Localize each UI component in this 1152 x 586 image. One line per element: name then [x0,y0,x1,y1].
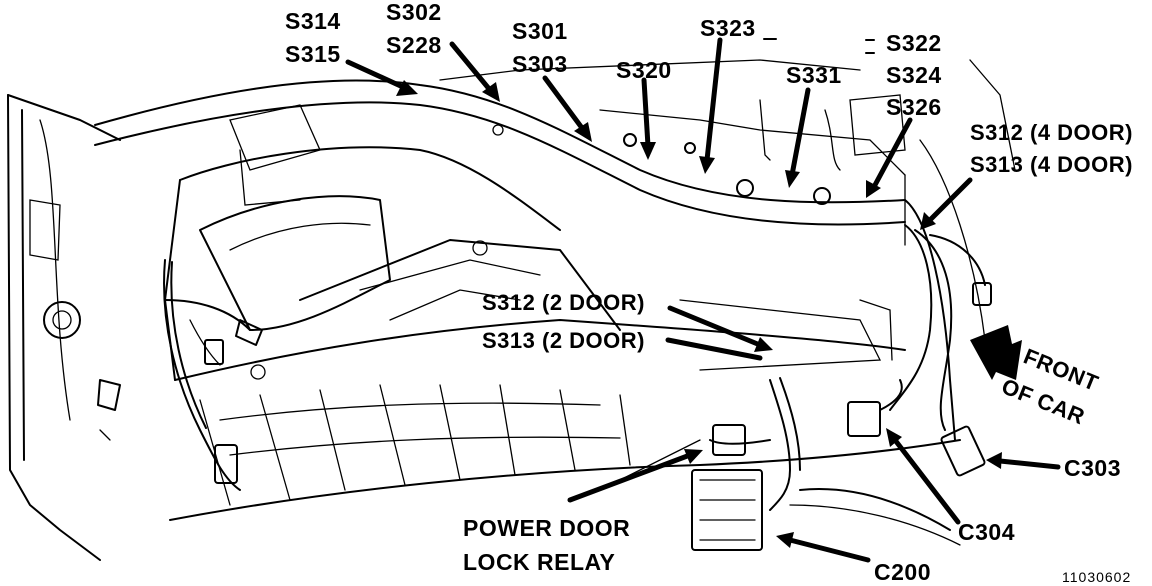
callout-labels: S314 S315 S302 S228 S301 S303 S320 S323 … [285,0,1133,585]
label-lock-relay: LOCK RELAY [463,549,615,575]
label-power-door: POWER DOOR [463,515,630,541]
label-c200: C200 [874,559,931,585]
label-s324: S324 [886,62,942,88]
label-s303: S303 [512,51,568,77]
label-s314: S314 [285,8,341,34]
label-s312-2door: S312 (2 DOOR) [482,290,645,315]
label-s301: S301 [512,18,568,44]
label-s331: S331 [786,62,842,88]
label-c303: C303 [1064,455,1121,481]
label-s302: S302 [386,0,442,25]
label-s323: S323 [700,15,756,41]
wiring-harness-illustration [97,94,992,551]
label-s312-4door: S312 (4 DOOR) [970,120,1133,145]
label-s228: S228 [386,32,442,58]
label-s322: S322 [886,30,942,56]
leader-arrows [345,37,1061,563]
label-s315: S315 [285,41,341,67]
label-c304: C304 [958,519,1015,545]
figure-number: 11030602 [1062,569,1131,585]
vehicle-body-illustration [7,59,1016,561]
label-s313-2door: S313 (2 DOOR) [482,328,645,353]
label-s320: S320 [616,57,672,83]
label-s326: S326 [886,94,942,120]
label-s313-4door: S313 (4 DOOR) [970,152,1133,177]
